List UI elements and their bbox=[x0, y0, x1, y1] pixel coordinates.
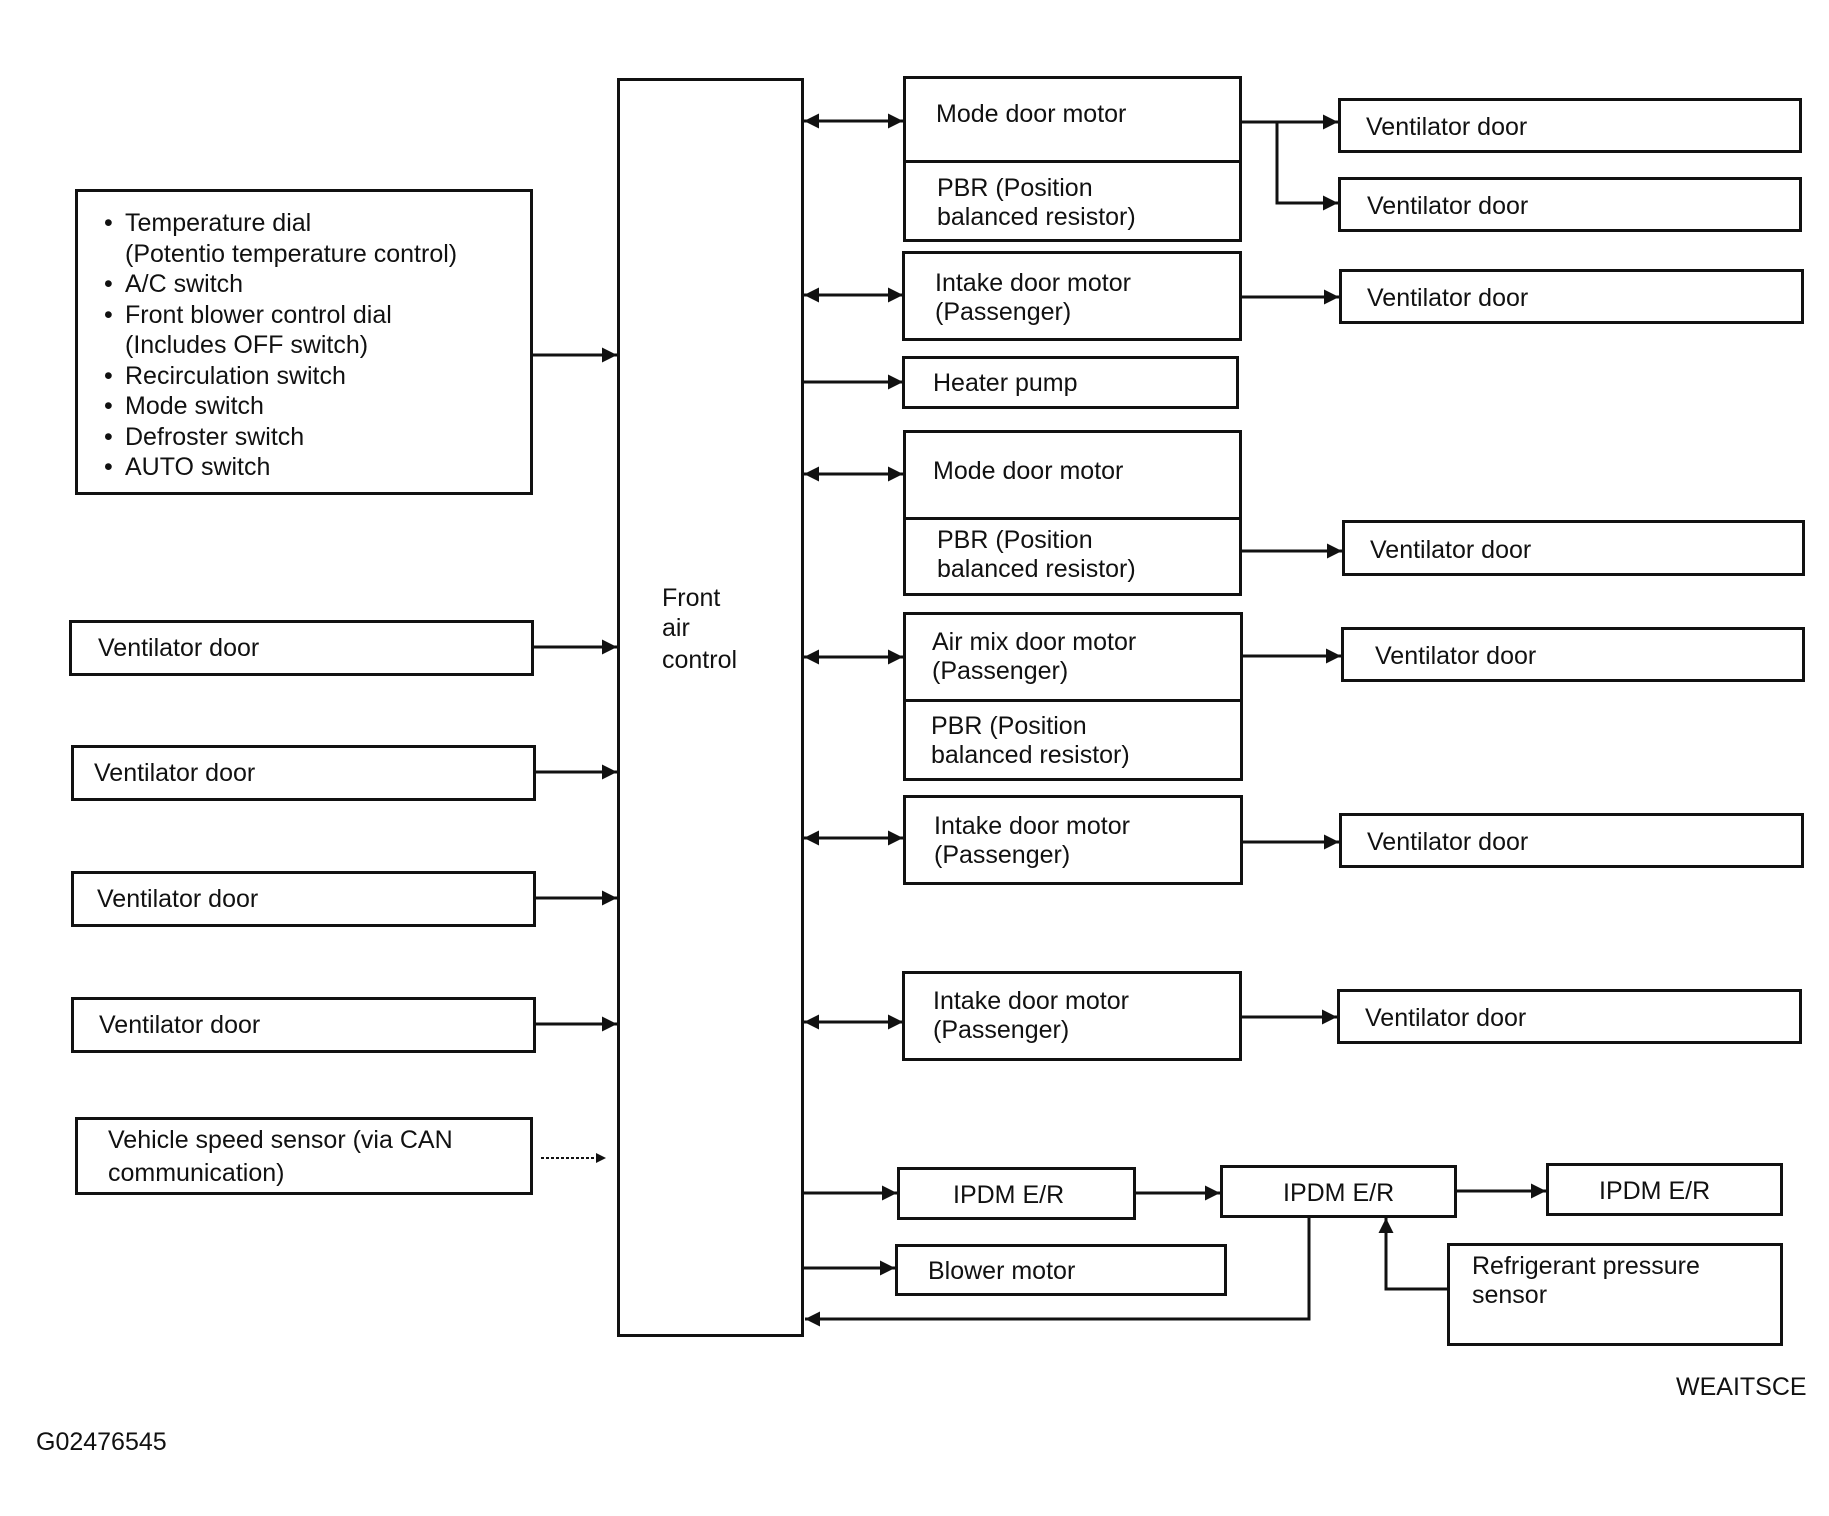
right-ventilator-door-5: Ventilator door bbox=[1341, 627, 1805, 682]
right-ventilator-door-6: Ventilator door bbox=[1339, 813, 1804, 868]
intake-motor-3-line-1: Intake door motor bbox=[933, 987, 1129, 1015]
air-mix-motor-line-2: (Passenger) bbox=[932, 657, 1069, 685]
list-item: (Includes OFF switch) bbox=[125, 331, 369, 359]
right-door-2-label: Ventilator door bbox=[1367, 192, 1529, 220]
right-door-5-label: Ventilator door bbox=[1375, 642, 1537, 670]
refrigerant-sensor-line-2: sensor bbox=[1472, 1281, 1548, 1309]
speed-sensor-line-1: Vehicle speed sensor (via CAN bbox=[108, 1126, 453, 1154]
blower-motor-box: Blower motor bbox=[895, 1244, 1227, 1296]
left-door-1-label: Ventilator door bbox=[98, 634, 260, 662]
arrow-refrigerant-to-ipdm2 bbox=[1378, 1218, 1447, 1291]
right-door-7-label: Ventilator door bbox=[1365, 1004, 1527, 1032]
intake-motor-3-line-2: (Passenger) bbox=[933, 1016, 1070, 1044]
right-door-4-label: Ventilator door bbox=[1370, 536, 1532, 564]
right-door-3-label: Ventilator door bbox=[1367, 284, 1529, 312]
list-item: Temperature dial bbox=[104, 208, 457, 239]
blower-motor-label: Blower motor bbox=[928, 1257, 1076, 1285]
mode-door-motor-2-box: Mode door motor PBR (Position balanced r… bbox=[903, 430, 1242, 596]
ipdm-1-label: IPDM E/R bbox=[953, 1181, 1065, 1209]
pbr-2-line-1: PBR (Position bbox=[937, 526, 1093, 554]
intake-door-motor-3-box: Intake door motor (Passenger) bbox=[902, 971, 1242, 1061]
heater-pump-box: Heater pump bbox=[902, 356, 1239, 409]
arrow-mode1-door-b bbox=[1275, 122, 1338, 211]
left-ventilator-door-2: Ventilator door bbox=[71, 745, 536, 801]
right-ventilator-door-7: Ventilator door bbox=[1337, 989, 1802, 1044]
controller-label-line-1: Front bbox=[662, 584, 721, 612]
list-item: Front blower control dial bbox=[104, 300, 457, 331]
ipdm-er-box-2: IPDM E/R bbox=[1220, 1165, 1457, 1218]
vehicle-speed-sensor-box: Vehicle speed sensor (via CAN communicat… bbox=[75, 1117, 533, 1195]
pbr-3-line-1: PBR (Position bbox=[931, 712, 1087, 740]
refrigerant-sensor-line-1: Refrigerant pressure bbox=[1472, 1252, 1700, 1280]
right-ventilator-door-3: Ventilator door bbox=[1339, 269, 1804, 324]
mode-motor-2-divider bbox=[906, 517, 1239, 520]
left-ventilator-door-3: Ventilator door bbox=[71, 871, 536, 927]
list-item: Recirculation switch bbox=[104, 361, 457, 392]
list-item: AUTO switch bbox=[104, 452, 457, 483]
intake-motor-1-line-2: (Passenger) bbox=[935, 298, 1072, 326]
intake-motor-1-line-1: Intake door motor bbox=[935, 269, 1131, 297]
ipdm-3-label: IPDM E/R bbox=[1599, 1177, 1711, 1205]
refrigerant-pressure-sensor-box: Refrigerant pressure sensor bbox=[1447, 1243, 1783, 1346]
air-mix-door-motor-box: Air mix door motor (Passenger) PBR (Posi… bbox=[903, 612, 1243, 781]
right-door-6-label: Ventilator door bbox=[1367, 828, 1529, 856]
pbr-2-line-2: balanced resistor) bbox=[937, 555, 1136, 583]
right-ventilator-door-2: Ventilator door bbox=[1338, 177, 1802, 232]
left-door-2-label: Ventilator door bbox=[94, 759, 256, 787]
pbr-1-line-2: balanced resistor) bbox=[937, 203, 1136, 231]
air-mix-motor-line-1: Air mix door motor bbox=[932, 628, 1137, 656]
arrow-ipdm2-to-controller bbox=[805, 1218, 1311, 1327]
heater-pump-label: Heater pump bbox=[933, 369, 1078, 397]
list-item: Mode switch bbox=[104, 391, 457, 422]
control-panel-list: Temperature dial (Potentio temperature c… bbox=[104, 208, 457, 483]
diagram-code: WEAITSCE bbox=[1676, 1373, 1807, 1401]
left-door-4-label: Ventilator door bbox=[99, 1011, 261, 1039]
left-ventilator-door-4: Ventilator door bbox=[71, 997, 536, 1053]
figure-id: G02476545 bbox=[36, 1428, 167, 1456]
intake-door-motor-2-box: Intake door motor (Passenger) bbox=[903, 795, 1243, 885]
mode-motor-1-divider bbox=[906, 160, 1239, 163]
front-air-control-box: Front air control bbox=[617, 78, 804, 1337]
left-door-3-label: Ventilator door bbox=[97, 885, 259, 913]
intake-motor-2-line-2: (Passenger) bbox=[934, 841, 1071, 869]
intake-door-motor-1-box: Intake door motor (Passenger) bbox=[902, 251, 1242, 341]
ipdm-er-box-3: IPDM E/R bbox=[1546, 1163, 1783, 1216]
pbr-3-line-2: balanced resistor) bbox=[931, 741, 1130, 769]
list-item: A/C switch bbox=[104, 269, 457, 300]
controller-label-line-2: air bbox=[662, 614, 690, 642]
list-item: (Potentio temperature control) bbox=[125, 239, 458, 268]
right-ventilator-door-1: Ventilator door bbox=[1338, 98, 1802, 153]
speed-sensor-line-2: communication) bbox=[108, 1159, 285, 1187]
controller-label-line-3: control bbox=[662, 646, 738, 674]
intake-motor-2-line-1: Intake door motor bbox=[934, 812, 1130, 840]
pbr-1-line-1: PBR (Position bbox=[937, 174, 1093, 202]
control-panel-inputs-box: Temperature dial (Potentio temperature c… bbox=[75, 189, 533, 495]
right-ventilator-door-4: Ventilator door bbox=[1342, 520, 1805, 576]
right-door-1-label: Ventilator door bbox=[1366, 113, 1528, 141]
ipdm-2-label: IPDM E/R bbox=[1283, 1179, 1395, 1207]
mode-motor-1-label: Mode door motor bbox=[936, 100, 1127, 128]
mode-door-motor-1-box: Mode door motor PBR (Position balanced r… bbox=[903, 76, 1242, 242]
list-item: Defroster switch bbox=[104, 422, 457, 453]
mode-motor-2-label: Mode door motor bbox=[933, 457, 1124, 485]
left-ventilator-door-1: Ventilator door bbox=[69, 620, 534, 676]
air-mix-motor-divider bbox=[906, 699, 1240, 702]
ipdm-er-box-1: IPDM E/R bbox=[897, 1167, 1136, 1220]
